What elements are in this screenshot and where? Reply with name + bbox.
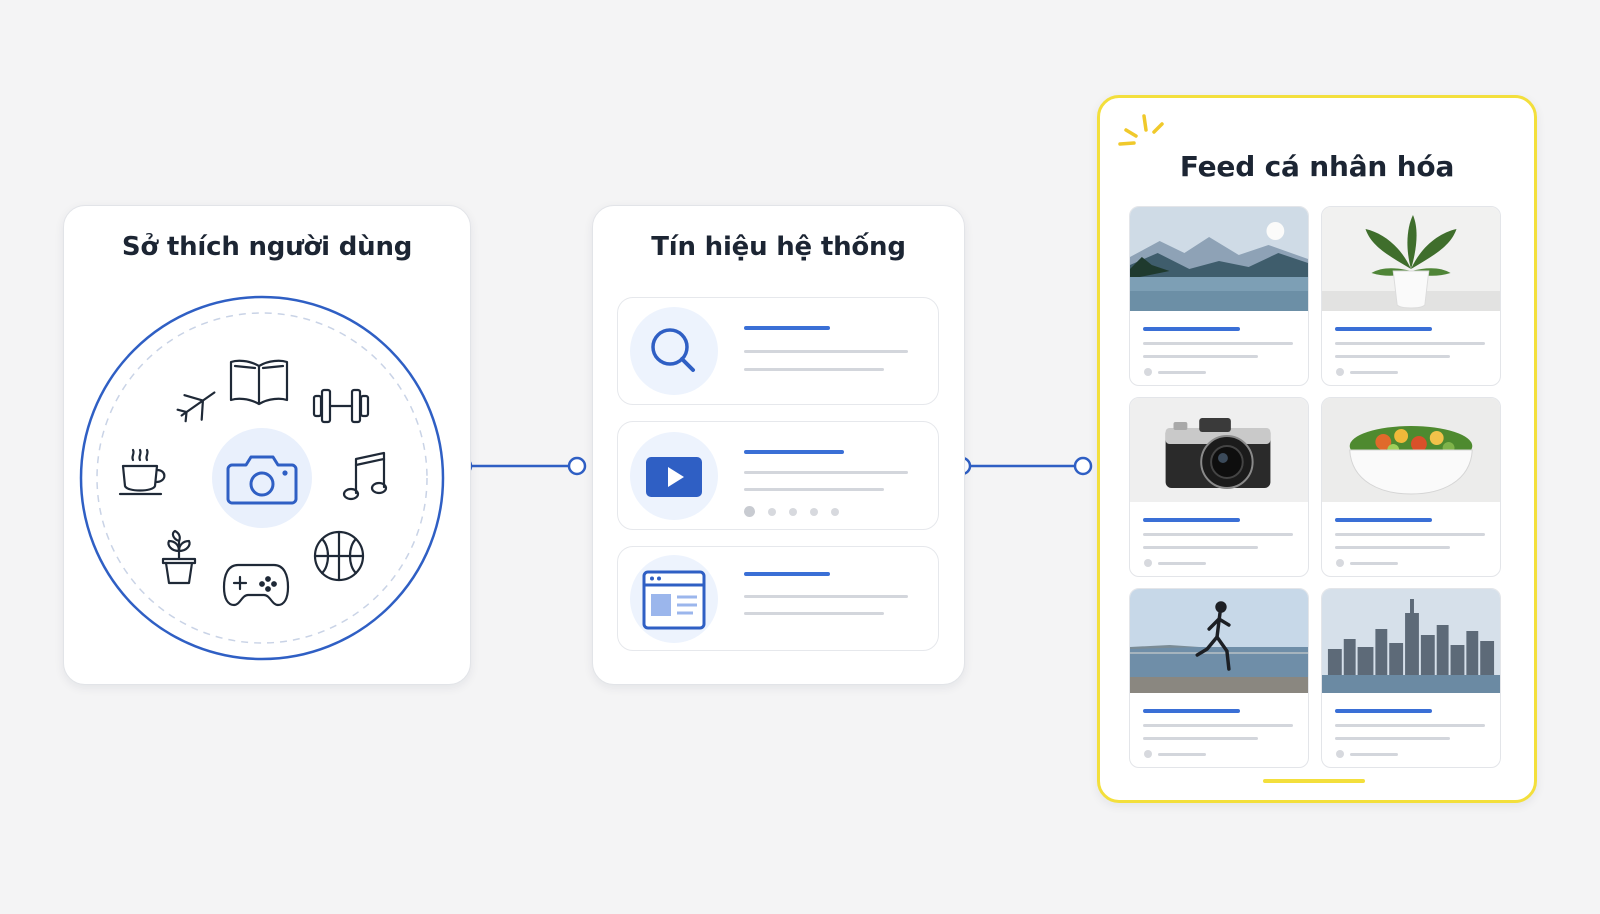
coffee-cup-icon bbox=[118, 448, 166, 496]
panel-title: Sở thích người dùng bbox=[121, 232, 413, 262]
potted-plant-image bbox=[1322, 207, 1500, 311]
home-indicator bbox=[1263, 779, 1365, 783]
meta-dot bbox=[1336, 750, 1344, 758]
search-icon bbox=[651, 328, 695, 372]
gamepad-icon bbox=[222, 563, 290, 607]
pagination-dot bbox=[789, 508, 797, 516]
text-placeholder bbox=[1143, 709, 1240, 713]
text-placeholder bbox=[1335, 709, 1432, 713]
text-placeholder bbox=[744, 572, 830, 576]
text-placeholder bbox=[1350, 371, 1398, 374]
text-placeholder bbox=[1350, 562, 1398, 565]
feed-card[interactable] bbox=[1321, 206, 1501, 386]
text-placeholder bbox=[744, 612, 884, 615]
text-placeholder bbox=[1335, 355, 1450, 358]
signal-card-video bbox=[617, 421, 939, 530]
potted-plant-icon bbox=[161, 529, 197, 585]
dumbbell-icon bbox=[312, 388, 370, 424]
user-interests-panel: Sở thích người dùng bbox=[63, 205, 471, 685]
meta-dot bbox=[1336, 559, 1344, 567]
signal-icon-bg bbox=[630, 307, 718, 395]
text-placeholder bbox=[1143, 355, 1258, 358]
play-video-icon bbox=[646, 457, 702, 497]
signal-card-web bbox=[617, 546, 939, 651]
camera-icon bbox=[226, 455, 298, 505]
meta-dot bbox=[1144, 750, 1152, 758]
city-skyline-image bbox=[1322, 589, 1500, 693]
text-placeholder bbox=[744, 368, 884, 371]
text-placeholder bbox=[1335, 327, 1432, 331]
text-placeholder bbox=[1143, 546, 1258, 549]
text-placeholder bbox=[1143, 518, 1240, 522]
pagination-dot bbox=[831, 508, 839, 516]
signal-icon-bg bbox=[630, 555, 718, 643]
text-placeholder bbox=[1158, 753, 1206, 756]
mountain-lake-image bbox=[1130, 207, 1308, 311]
text-placeholder bbox=[1143, 724, 1293, 727]
text-placeholder bbox=[1143, 533, 1293, 536]
interests-circle bbox=[79, 295, 445, 661]
meta-dot bbox=[1144, 559, 1152, 567]
text-placeholder bbox=[1350, 753, 1398, 756]
browser-window-icon bbox=[642, 570, 706, 630]
text-placeholder bbox=[1143, 737, 1258, 740]
basketball-icon bbox=[313, 530, 365, 582]
salad-bowl-image bbox=[1322, 398, 1500, 502]
meta-dot bbox=[1336, 368, 1344, 376]
outer-ring bbox=[79, 295, 445, 661]
text-placeholder bbox=[744, 471, 908, 474]
text-placeholder bbox=[744, 350, 908, 353]
text-placeholder bbox=[744, 595, 908, 598]
text-placeholder bbox=[744, 326, 830, 330]
feed-card[interactable] bbox=[1321, 397, 1501, 577]
runner-waterfront-image bbox=[1130, 589, 1308, 693]
inner-dashed-ring bbox=[96, 312, 428, 644]
signal-icon-bg bbox=[630, 432, 718, 520]
text-placeholder bbox=[744, 488, 884, 491]
connector-node bbox=[567, 456, 587, 476]
text-placeholder bbox=[1158, 371, 1206, 374]
pagination-dot-active bbox=[744, 506, 755, 517]
system-signals-panel: Tín hiệu hệ thống bbox=[592, 205, 965, 685]
text-placeholder bbox=[1335, 737, 1450, 740]
text-placeholder bbox=[1335, 533, 1485, 536]
text-placeholder bbox=[744, 450, 844, 454]
text-placeholder bbox=[1143, 342, 1293, 345]
music-note-icon bbox=[342, 451, 388, 501]
personalized-feed-panel: Feed cá nhân hóa bbox=[1097, 95, 1537, 803]
signal-card-search bbox=[617, 297, 939, 405]
panel-title: Tín hiệu hệ thống bbox=[651, 232, 906, 262]
plane-icon bbox=[176, 391, 216, 423]
pagination-dot bbox=[768, 508, 776, 516]
feed-card[interactable] bbox=[1129, 397, 1309, 577]
panel-title: Feed cá nhân hóa bbox=[1179, 150, 1455, 183]
text-placeholder bbox=[1335, 518, 1432, 522]
text-placeholder bbox=[1335, 546, 1450, 549]
book-icon bbox=[229, 359, 289, 406]
feed-card[interactable] bbox=[1129, 588, 1309, 768]
text-placeholder bbox=[1158, 562, 1206, 565]
feed-card[interactable] bbox=[1321, 588, 1501, 768]
feed-card[interactable] bbox=[1129, 206, 1309, 386]
text-placeholder bbox=[1143, 327, 1240, 331]
sparkle-icon bbox=[1118, 114, 1164, 146]
pagination-dot bbox=[810, 508, 818, 516]
meta-dot bbox=[1144, 368, 1152, 376]
connector-node bbox=[1073, 456, 1093, 476]
camera-image bbox=[1130, 398, 1308, 502]
text-placeholder bbox=[1335, 724, 1485, 727]
text-placeholder bbox=[1335, 342, 1485, 345]
